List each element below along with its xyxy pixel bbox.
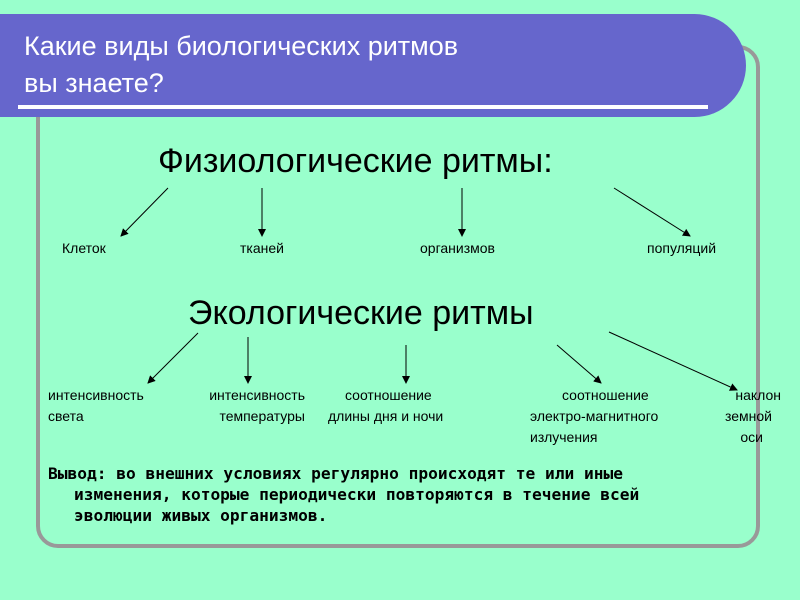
title-underline — [18, 105, 708, 109]
eco-item-em-line-3: излучения — [530, 429, 598, 445]
eco-item-light-line-2: света — [48, 408, 84, 424]
arrow-to-axis-tilt — [608, 331, 738, 391]
physio-item-populations: популяций — [647, 240, 717, 256]
arrow-to-em-radiation — [556, 344, 602, 384]
slide-title: Какие виды биологических ритмов вы знает… — [24, 28, 664, 102]
conclusion-text: Вывод: во внешних условиях регулярно про… — [48, 463, 788, 526]
eco-item-em-line-1: соотношение — [562, 387, 649, 403]
eco-item-axis-line-2: земной — [724, 408, 772, 424]
eco-item-temperature-line-1: интенсивность — [209, 387, 305, 403]
title-bar — [0, 14, 746, 117]
eco-item-temperature-line-2: температуры — [219, 408, 305, 424]
conclusion-line-3: эволюции живых организмов. — [74, 506, 328, 525]
eco-item-em-line-2: электро-магнитного — [530, 408, 659, 424]
ecological-rhythms-heading: Экологические ритмы — [188, 294, 534, 332]
eco-item-day-night-line-1: соотношение — [345, 387, 432, 403]
physio-item-organisms: организмов — [420, 240, 495, 256]
eco-item-light-line-1: интенсивность — [48, 387, 144, 403]
physiological-rhythms-heading: Физиологические ритмы: — [158, 142, 553, 180]
eco-item-axis-line-3: оси — [740, 429, 763, 445]
arrow-to-populations — [613, 187, 691, 237]
arrow-to-cells — [120, 187, 169, 237]
eco-item-day-night-line-2: длины дня и ночи — [328, 408, 444, 424]
eco-item-earth-axis-tilt: наклон земной оси — [700, 385, 781, 448]
conclusion-line-1: Вывод: во внешних условиях регулярно про… — [48, 464, 623, 483]
physio-item-tissues: тканей — [240, 240, 284, 256]
title-line-1: Какие виды биологических ритмов — [24, 31, 459, 61]
eco-item-day-night-ratio: соотношение длины дня и ночи — [328, 385, 483, 427]
eco-item-light-intensity: интенсивность света — [48, 385, 144, 427]
eco-item-em-radiation-ratio: соотношение электро-магнитного излучения — [530, 385, 700, 448]
physio-item-cells: Клеток — [62, 240, 106, 256]
eco-item-temperature-intensity: интенсивность температуры — [180, 385, 305, 427]
arrow-to-light — [147, 332, 199, 384]
conclusion-line-2: изменения, которые периодически повторяю… — [74, 485, 640, 504]
title-line-2: вы знаете? — [24, 68, 164, 98]
eco-item-axis-line-1: наклон — [735, 387, 781, 403]
